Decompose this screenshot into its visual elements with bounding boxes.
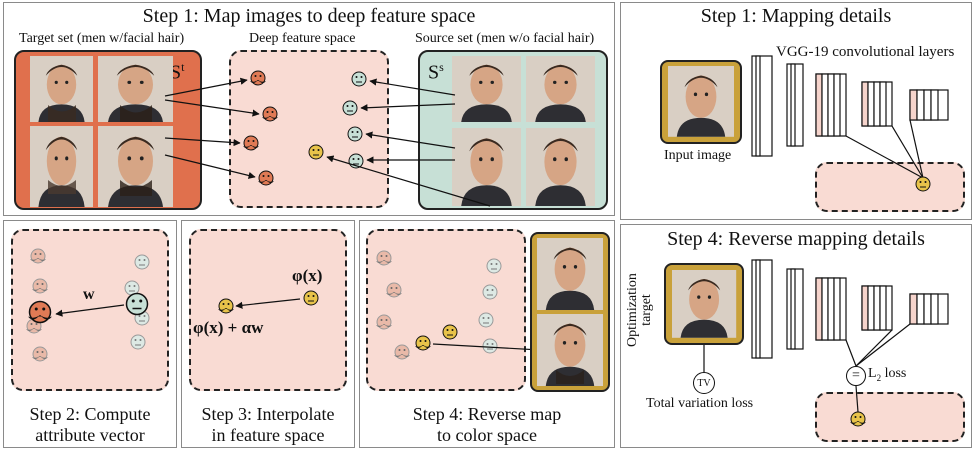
source-set-symbol: Ss xyxy=(428,60,444,84)
mapping-feature-box xyxy=(815,162,965,212)
reverse-details-title: Step 4: Reverse mapping details xyxy=(667,228,925,250)
l2-loss-label: L2 loss xyxy=(868,366,907,383)
arrow-icon xyxy=(360,103,456,112)
target-set-symbol: St xyxy=(170,60,185,84)
interpolated-label: φ(x) + αw xyxy=(193,318,264,337)
tv-icon: TV xyxy=(693,372,715,394)
reverse-feature-box xyxy=(815,392,965,442)
source-set-label: Source set (men w/o facial hair) xyxy=(415,31,595,46)
arrow-icon xyxy=(365,131,456,149)
arrow-icon xyxy=(164,137,241,147)
tv-loss-label: Total variation loss xyxy=(646,396,754,411)
input-image-label: Input image xyxy=(664,148,732,163)
arrow-icon xyxy=(326,155,491,207)
arrow-icon xyxy=(55,304,125,317)
target-photo-2 xyxy=(98,56,173,122)
step1-title: Step 1: Map images to deep feature space xyxy=(142,5,476,27)
equal-icon: = xyxy=(846,366,866,386)
step4-feature-box xyxy=(366,229,526,391)
arrow-icon xyxy=(432,343,541,354)
target-photo-4 xyxy=(98,126,173,207)
target-photo-3 xyxy=(30,126,93,207)
mapping-details-title: Step 1: Mapping details xyxy=(700,5,892,27)
arrow-icon xyxy=(164,77,248,97)
target-photo-1 xyxy=(30,56,93,122)
phi-label: φ(x) xyxy=(292,266,323,285)
w-label: w xyxy=(83,286,95,303)
arrow-icon xyxy=(164,154,256,179)
step3-feature-box xyxy=(189,229,347,391)
vgg-label: VGG-19 convolutional layers xyxy=(776,44,955,60)
arrow-icon xyxy=(164,99,260,117)
arrow-icon xyxy=(369,78,456,96)
target-set-label: Target set (men w/facial hair) xyxy=(19,31,185,46)
deep-feature-label: Deep feature space xyxy=(249,31,356,46)
arrow-icon xyxy=(235,298,301,309)
